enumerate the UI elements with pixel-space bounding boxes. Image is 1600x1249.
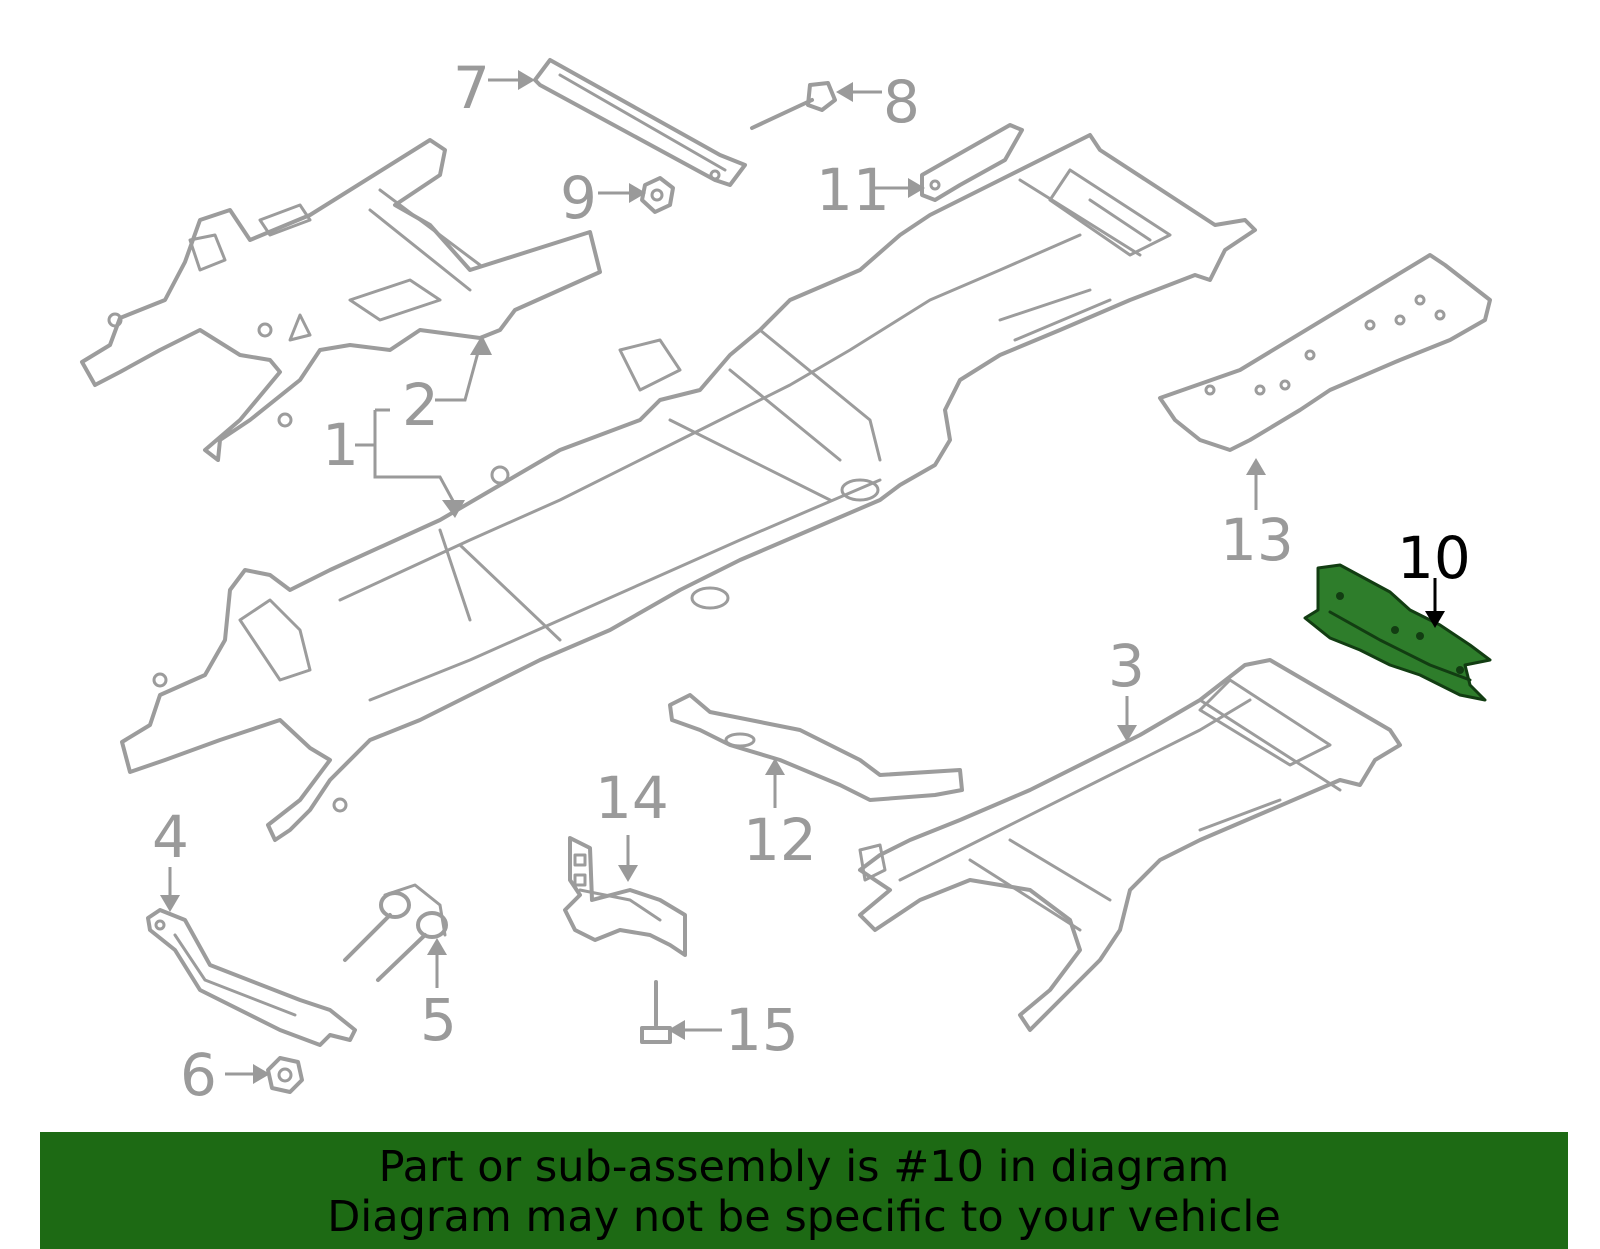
part-15-bolt — [640, 980, 672, 1044]
part-5-bolts — [343, 883, 448, 982]
callout-8: 8 — [883, 68, 920, 136]
callout-4: 4 — [152, 803, 189, 871]
part-3-rear-frame — [858, 658, 1402, 1032]
part-14-bracket — [563, 836, 687, 957]
callout-labels: 1 2 3 4 5 6 7 8 9 10 11 12 13 14 15 — [152, 54, 1471, 1109]
callout-13: 13 — [1220, 506, 1294, 574]
part-11-bracket — [920, 123, 1024, 202]
callout-14: 14 — [595, 764, 669, 832]
callout-7: 7 — [453, 54, 490, 122]
callout-3: 3 — [1108, 632, 1145, 700]
part-12-brace — [668, 693, 964, 802]
part-13-skid-plate — [1158, 253, 1492, 452]
part-2-front-frame — [80, 138, 602, 462]
leader-lines — [160, 70, 1445, 1084]
callout-12: 12 — [743, 806, 817, 874]
callout-10: 10 — [1397, 524, 1471, 592]
part-6-nut — [266, 1056, 304, 1094]
banner-line-2: Diagram may not be specific to your vehi… — [327, 1192, 1281, 1242]
callout-6: 6 — [180, 1041, 217, 1109]
banner-line-1: Part or sub-assembly is #10 in diagram — [378, 1142, 1230, 1192]
part-10-highlighted-crossmember — [1303, 563, 1492, 702]
callout-9: 9 — [560, 164, 597, 232]
part-9-nut — [640, 176, 675, 214]
callout-5: 5 — [420, 986, 457, 1054]
callout-1: 1 — [322, 411, 359, 479]
part-7-crossmember — [533, 58, 747, 187]
part-1-frame-assembly — [120, 133, 1257, 842]
callout-15: 15 — [725, 996, 799, 1064]
part-4-bracket — [146, 908, 357, 1047]
callout-11: 11 — [816, 156, 890, 224]
callout-2: 2 — [402, 371, 439, 439]
part-8-bolt — [750, 81, 837, 130]
notice-banner: Part or sub-assembly is #10 in diagram D… — [40, 1132, 1568, 1249]
